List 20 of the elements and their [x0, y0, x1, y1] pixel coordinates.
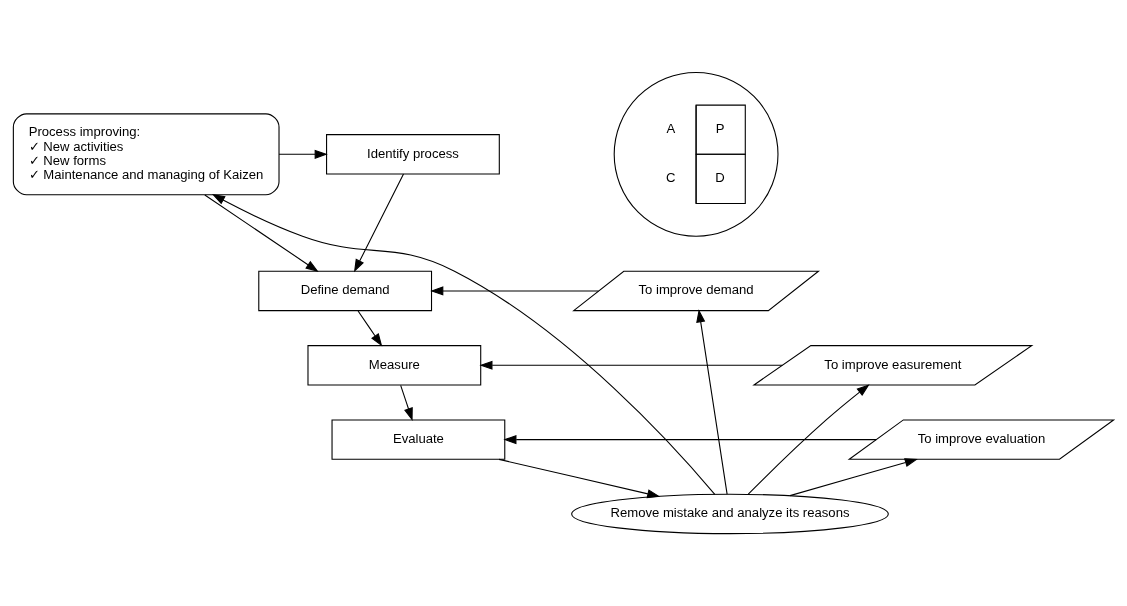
arrow	[503, 435, 877, 445]
arrow	[204, 194, 319, 272]
arrow	[353, 173, 405, 273]
arrow	[211, 194, 716, 495]
node-circle: A P C D	[613, 71, 779, 237]
arrow	[479, 360, 783, 370]
arrow	[278, 149, 328, 159]
node-box: Measure	[307, 345, 482, 386]
arrow	[357, 310, 383, 347]
node-box: Evaluate	[331, 419, 506, 460]
arrow	[430, 286, 600, 296]
node-box: Process improving: ✓ New activities ✓ New forms ✓ Maintenance and managing of Kaizen	[12, 113, 280, 196]
arrow	[400, 384, 413, 421]
node-box: Identify process	[326, 134, 500, 175]
arrow	[747, 384, 870, 495]
arrow	[696, 309, 728, 495]
arrow	[498, 458, 661, 499]
arrow	[789, 458, 918, 497]
node-box: Define demand	[258, 270, 433, 312]
node-ellipse: Remove mistake and analyze its reasons	[571, 493, 889, 535]
